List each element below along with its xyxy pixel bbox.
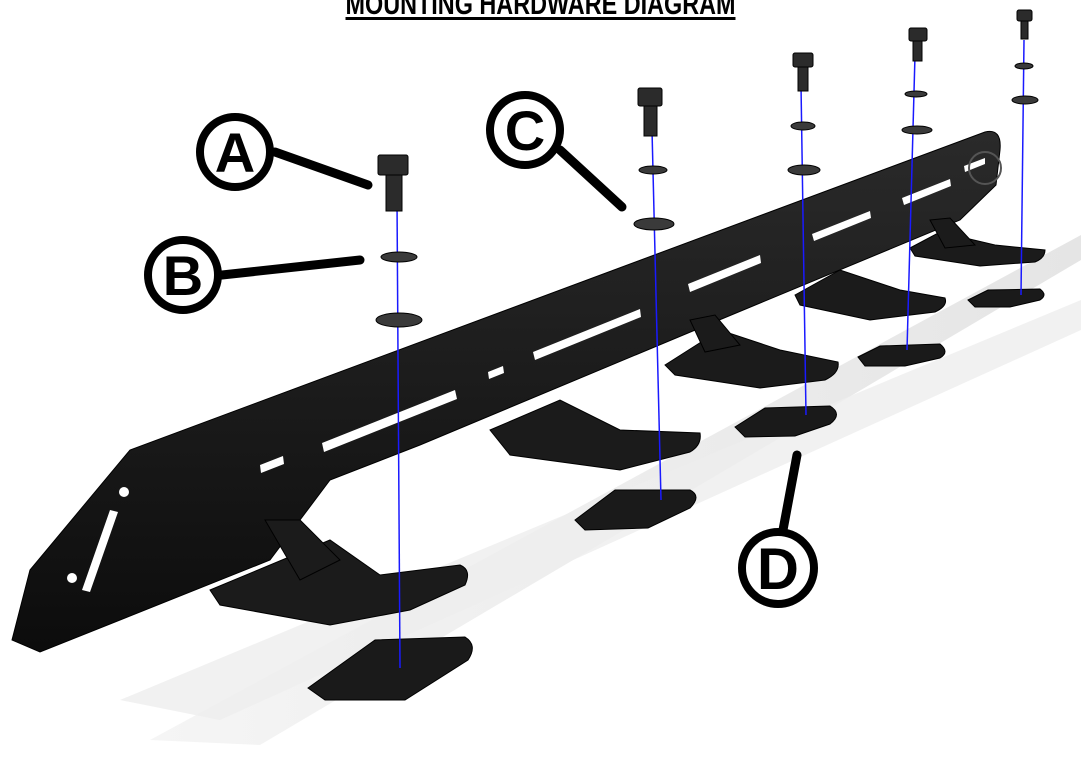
callout-b: B: [144, 236, 222, 314]
bolt-4: [908, 27, 928, 62]
bolt-3: [792, 52, 814, 92]
callout-a-label: A: [215, 121, 255, 184]
diagram-title: MOUNTING HARDWARE DIAGRAM: [345, 0, 736, 21]
bolt-1: [377, 154, 409, 212]
bolt-5: [1016, 9, 1033, 40]
callout-c: C: [486, 91, 564, 169]
bolts: [377, 9, 1033, 212]
callout-c-label: C: [505, 99, 545, 162]
bolt-2: [637, 87, 663, 137]
callout-d: D: [738, 528, 818, 608]
washers: [375, 62, 1039, 328]
mounting-tabs: [209, 217, 1046, 626]
rail-bracket: [11, 130, 1002, 653]
rail-slots: [67, 158, 985, 592]
callout-d-label: D: [757, 537, 799, 602]
callout-b-label: B: [163, 244, 203, 307]
lower-pads: [307, 288, 1045, 701]
callout-a: A: [196, 113, 274, 191]
callout-leaders: [217, 145, 802, 535]
bolt-axis-lines: [396, 39, 1025, 669]
